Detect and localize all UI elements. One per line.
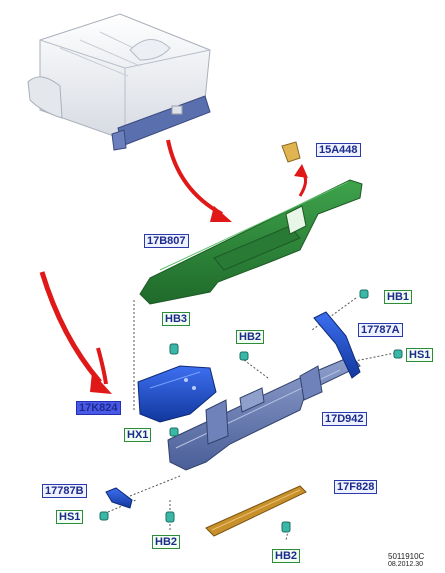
label-hx1[interactable]: HX1 [124, 428, 152, 442]
label-15a448[interactable]: 15A448 [316, 143, 361, 157]
label-17b807[interactable]: 17B807 [144, 234, 189, 248]
red-arrow-top [166, 139, 232, 222]
label-hs1-right[interactable]: HS1 [406, 348, 434, 362]
diagram-date: 08.2012.30 [388, 561, 424, 568]
rear-bumper-shape [139, 164, 363, 305]
fasteners [99, 289, 403, 533]
diagram-code: 5011910C [388, 552, 425, 561]
label-hb2-bottom-left[interactable]: HB2 [152, 535, 181, 549]
insert-17f828-shape [205, 485, 307, 537]
bracket-17787a-shape [313, 311, 361, 379]
red-arrow-left [39, 271, 112, 394]
truck-bed-illustration [27, 13, 211, 151]
bracket-15a448-shape [281, 141, 301, 163]
label-17d942[interactable]: 17D942 [322, 412, 367, 426]
label-17f828[interactable]: 17F828 [334, 480, 378, 494]
label-17787a[interactable]: 17787A [358, 323, 403, 337]
label-17787b[interactable]: 17787B [42, 484, 87, 498]
bracket-17787b-shape [105, 487, 133, 509]
label-hb1[interactable]: HB1 [384, 290, 413, 304]
label-17k824[interactable]: 17K824 [76, 401, 121, 415]
label-hs1-left[interactable]: HS1 [56, 510, 84, 524]
step-17k824-shape [137, 365, 217, 423]
label-hb3[interactable]: HB3 [162, 312, 191, 326]
frame-crossmember-shape [167, 355, 361, 471]
label-hb2-top[interactable]: HB2 [236, 330, 265, 344]
label-hb2-bottom-right[interactable]: HB2 [272, 549, 301, 563]
